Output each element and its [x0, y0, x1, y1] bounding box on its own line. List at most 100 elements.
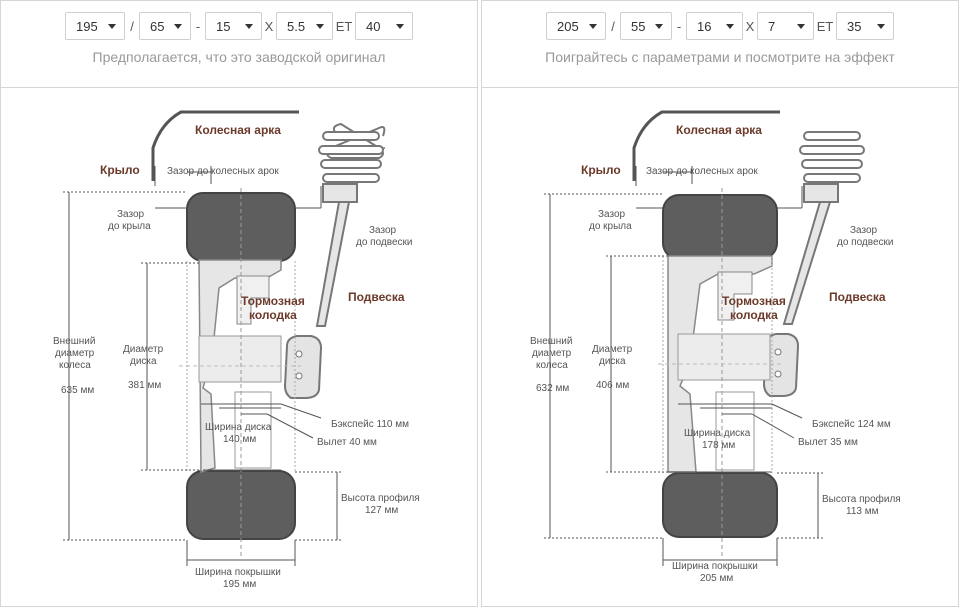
rim-width-select[interactable]: 5.5 [276, 12, 333, 40]
dimension-lines [544, 166, 824, 566]
wheel-diagram: Колесная арка Крыло Зазор до колесных ар… [530, 110, 901, 584]
strut-shape [782, 201, 832, 325]
label-profile-h-1: Высота профиля [341, 492, 420, 504]
label-backspace: Бэкспейс 110 мм [331, 419, 409, 430]
arch-shape [151, 110, 299, 181]
chevron-down-icon [655, 24, 663, 29]
label-brake-1: Тормозная [722, 294, 786, 308]
hub-shape [677, 333, 771, 381]
label-gap-arch: Зазор до колесных арок [646, 166, 758, 177]
label-disk-d-1: Диаметр [592, 344, 633, 355]
tire-width-value: 205 [557, 18, 579, 34]
tire-width-select[interactable]: 195 [65, 12, 125, 40]
profile-value: 55 [631, 18, 646, 34]
label-disk-d-2: диска [130, 356, 157, 367]
et-value: 40 [366, 18, 381, 34]
label-brake-2: колодка [730, 308, 778, 322]
label-outer-2: диаметр [532, 348, 572, 359]
label-wing: Крыло [100, 163, 140, 177]
chevron-down-icon [396, 24, 404, 29]
label-disk-d-2: диска [599, 356, 626, 367]
label-disk-d-1: Диаметр [123, 344, 164, 355]
panel-original: 195 / 65 - 15 X 5.5 ET 40 Предполагается… [0, 0, 478, 607]
label-disk-w-1: Ширина диска [684, 428, 751, 439]
chevron-down-icon [589, 24, 597, 29]
label-disk-d-value: 406 мм [596, 380, 629, 391]
panel-subtitle: Поиграйтесь с параметрами и посмотрите н… [545, 49, 895, 65]
diameter-value: 16 [697, 18, 712, 34]
et-label: ET [335, 18, 353, 34]
arch-shape [632, 110, 780, 181]
label-profile-h-1: Высота профиля [822, 493, 901, 505]
brake-shape [236, 275, 270, 325]
tire-width-value: 195 [76, 18, 98, 34]
rim-width-value: 5.5 [287, 18, 306, 34]
chevron-down-icon [245, 24, 253, 29]
label-gap-wing-2: до крыла [589, 221, 632, 232]
diameter-select[interactable]: 15 [205, 12, 262, 40]
rim-width-value: 7 [768, 18, 776, 34]
wheel-diagram: Колесная арка Крыло Зазор до колесных ар… [53, 110, 420, 590]
label-wing: Крыло [581, 163, 621, 177]
bolt-hole [774, 370, 782, 378]
label-disk-w-2: 178 мм [702, 440, 735, 451]
tire-top [662, 194, 778, 260]
label-suspension: Подвеска [348, 290, 405, 304]
label-tire-w-2: 205 мм [700, 573, 733, 584]
label-outer-value: 632 мм [536, 383, 569, 394]
tire-width-select[interactable]: 205 [546, 12, 606, 40]
label-tire-w-2: 195 мм [223, 579, 256, 590]
divider [482, 87, 958, 88]
hub-shape [198, 335, 282, 383]
divider [1, 87, 477, 88]
panel-subtitle: Предполагается, что это заводской оригин… [92, 49, 386, 65]
diameter-select[interactable]: 16 [686, 12, 743, 40]
chevron-down-icon [797, 24, 805, 29]
tire-params-controls: 205 / 55 - 16 X 7 ET 35 [482, 9, 958, 43]
label-gap-wing-2: до крыла [108, 221, 151, 232]
bolt-hole [295, 372, 303, 380]
knuckle-shape [283, 335, 323, 399]
et-select[interactable]: 35 [836, 12, 894, 40]
rim-width-select[interactable]: 7 [757, 12, 814, 40]
bolt-hole [295, 350, 303, 358]
label-offset: Вылет 35 мм [798, 437, 858, 448]
tire-params-controls: 195 / 65 - 15 X 5.5 ET 40 [1, 9, 477, 43]
label-arch: Колесная арка [676, 123, 762, 137]
spring-icon [799, 131, 865, 203]
separator: - [676, 18, 682, 34]
label-gap-wing-1: Зазор [598, 209, 626, 220]
separator: X [264, 18, 274, 34]
diameter-value: 15 [216, 18, 231, 34]
label-gap-susp-1: Зазор [850, 225, 878, 236]
label-outer-3: колеса [536, 360, 568, 371]
spring-icon [318, 122, 386, 203]
tire-bottom [662, 472, 778, 538]
et-value: 35 [847, 18, 862, 34]
bolt-hole [774, 348, 782, 356]
panel-modified: 205 / 55 - 16 X 7 ET 35 Поиграйтесь с па… [481, 0, 959, 607]
label-offset: Вылет 40 мм [317, 437, 377, 448]
separator: - [195, 18, 201, 34]
label-suspension: Подвеска [829, 290, 886, 304]
label-gap-susp-2: до подвески [356, 237, 413, 248]
label-outer-3: колеса [59, 360, 91, 371]
profile-select[interactable]: 65 [139, 12, 191, 40]
label-outer-2: диаметр [55, 348, 95, 359]
et-select[interactable]: 40 [355, 12, 413, 40]
brake-shape [717, 271, 753, 321]
label-profile-h-2: 113 мм [846, 506, 879, 517]
label-gap-wing-1: Зазор [117, 209, 145, 220]
label-tire-w-1: Ширина покрышки [672, 561, 758, 572]
label-outer-1: Внешний [530, 336, 572, 347]
profile-select[interactable]: 55 [620, 12, 672, 40]
label-tire-w-1: Ширина покрышки [195, 567, 281, 578]
brake-lower [715, 391, 755, 471]
label-gap-susp-1: Зазор [369, 225, 397, 236]
chevron-down-icon [316, 24, 324, 29]
label-disk-d-value: 381 мм [128, 380, 161, 391]
chevron-down-icon [726, 24, 734, 29]
separator: / [611, 18, 615, 34]
strut-shape [315, 201, 351, 327]
label-outer-value: 635 мм [61, 385, 94, 396]
